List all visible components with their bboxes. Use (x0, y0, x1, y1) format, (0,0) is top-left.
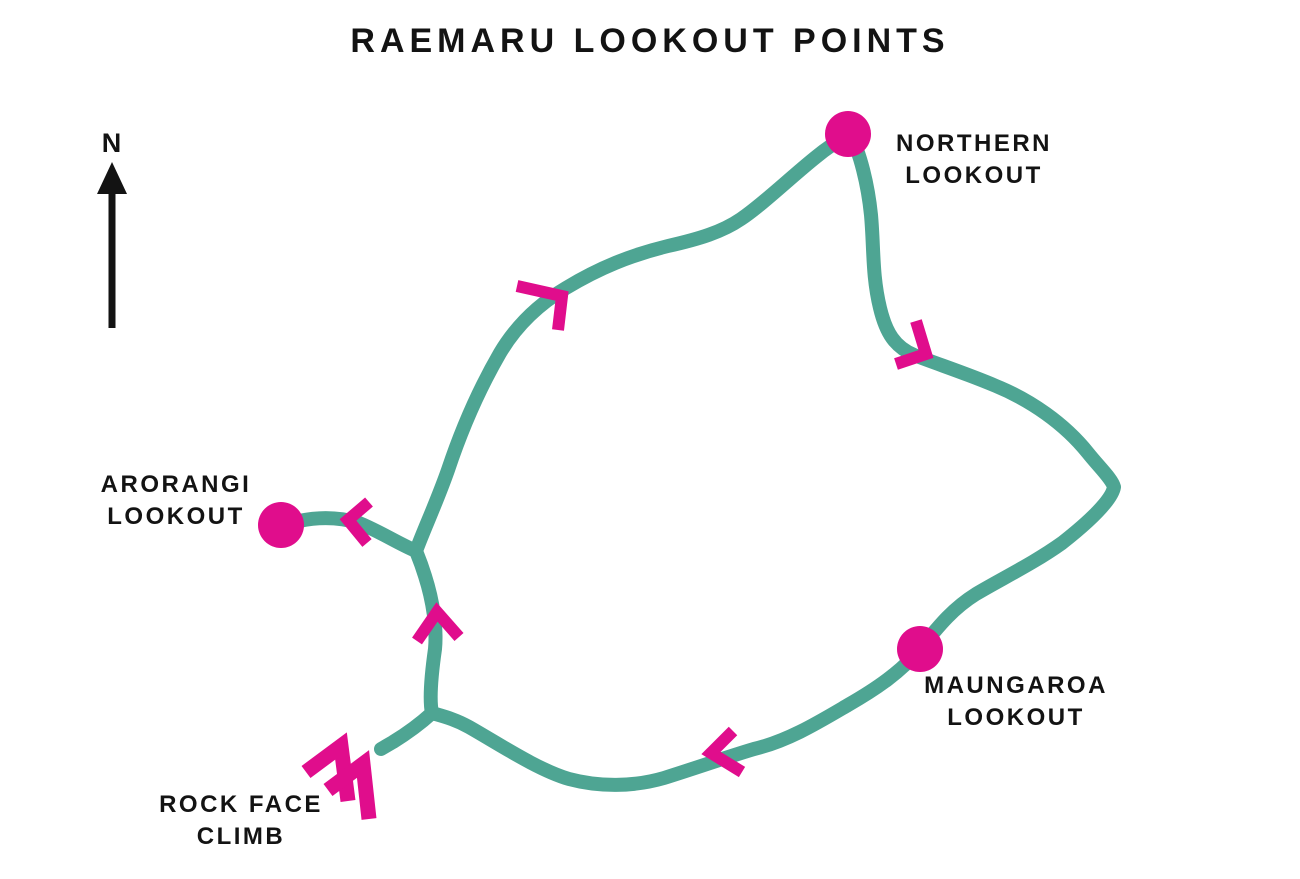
arorangi-lookout-marker (258, 502, 304, 548)
direction-arrow-arorangi-spur-icon (339, 497, 373, 547)
arorangi-spur-path (277, 511, 423, 558)
direction-arrow-upper-west-icon (515, 280, 569, 331)
compass-north-label: N (102, 128, 123, 158)
ink-layer: RAEMARU LOOKOUT POINTS N NORTHERN LOOKOU… (97, 22, 1108, 850)
rock-face-climb-chevrons (301, 732, 377, 820)
maungaroa-lookout-label: MAUNGAROA LOOKOUT (924, 672, 1108, 731)
direction-arrow-west-leg-icon (412, 602, 464, 645)
direction-arrow-east-icon (894, 319, 934, 370)
rock-face-climb-label: ROCK FACE CLIMB (159, 791, 323, 850)
rock-face-climb-label-line-2: CLIMB (197, 823, 285, 850)
direction-arrow-bottom-icon (701, 726, 746, 778)
lookout-markers (258, 111, 943, 672)
compass: N (97, 128, 127, 328)
arorangi-lookout-label: ARORANGI LOOKOUT (101, 471, 252, 530)
rock-face-climb-label-line-1: ROCK FACE (159, 791, 323, 818)
rock-face-climb-chevron-2-icon (323, 750, 377, 820)
trail-direction-arrows (339, 280, 934, 778)
maungaroa-lookout-marker (897, 626, 943, 672)
northern-lookout-marker (825, 111, 871, 157)
north-arrow-icon (97, 162, 127, 194)
maungaroa-lookout-label-line-1: MAUNGAROA (924, 672, 1108, 699)
rock-face-spur-path (374, 706, 439, 756)
arorangi-lookout-label-line-1: ARORANGI (101, 471, 252, 498)
maungaroa-lookout-label-line-2: LOOKOUT (947, 704, 1085, 731)
arorangi-lookout-label-line-2: LOOKOUT (107, 503, 245, 530)
northern-lookout-label-line-1: NORTHERN (896, 130, 1052, 157)
page-title: RAEMARU LOOKOUT POINTS (350, 22, 949, 60)
northern-lookout-label: NORTHERN LOOKOUT (896, 130, 1052, 189)
northern-lookout-label-line-2: LOOKOUT (905, 162, 1043, 189)
